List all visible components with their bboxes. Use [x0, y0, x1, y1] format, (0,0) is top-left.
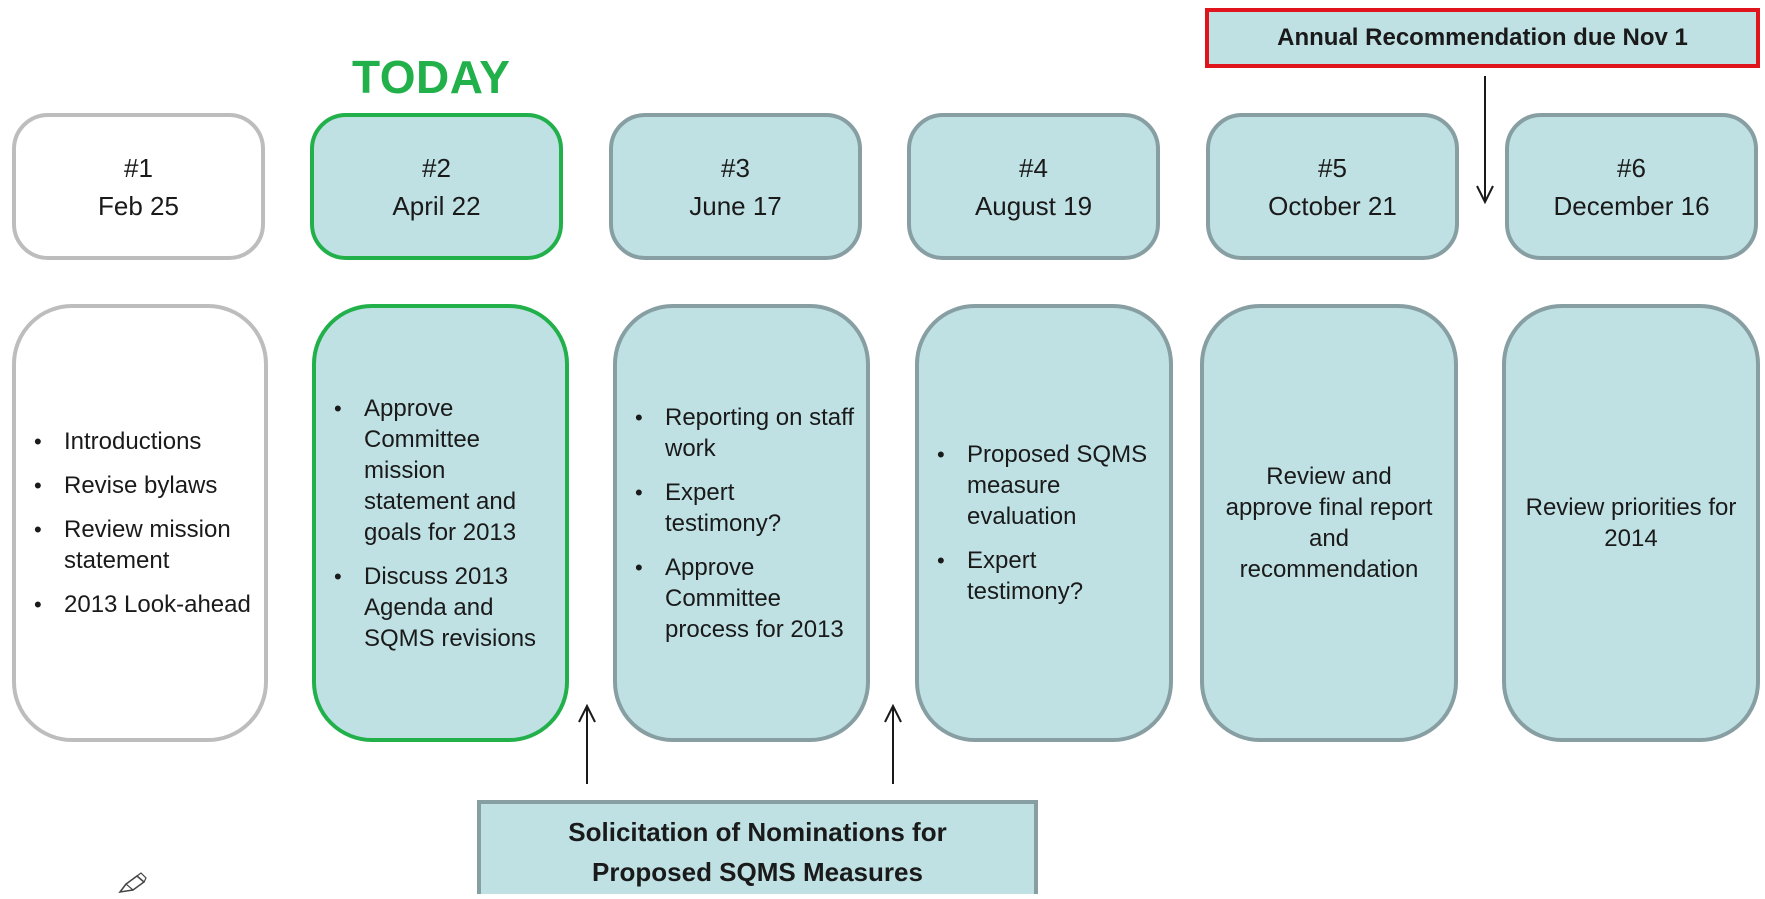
agenda-item: Discuss 2013 Agenda and SQMS revisions — [330, 561, 555, 654]
meeting-number: #5 — [1318, 152, 1347, 183]
agenda-box-1: Introductions Revise bylaws Review missi… — [12, 304, 268, 742]
agenda-item: Introductions — [30, 426, 254, 457]
agenda-list: Approve Committee mission statement and … — [316, 393, 565, 654]
today-label: TODAY — [352, 51, 511, 103]
solicitation-arrow-left — [578, 703, 596, 784]
annual-recommendation-text: Annual Recommendation due Nov 1 — [1277, 24, 1688, 51]
agenda-list: Reporting on staff work Expert testimony… — [617, 402, 866, 645]
agenda-list: Proposed SQMS measure evaluation Expert … — [919, 439, 1169, 607]
agenda-list: Introductions Revise bylaws Review missi… — [16, 426, 264, 620]
meeting-date: Feb 25 — [98, 190, 179, 221]
meeting-number: #6 — [1617, 152, 1646, 183]
agenda-item: Revise bylaws — [30, 470, 254, 501]
agenda-box-6: Review priorities for 2014 — [1502, 304, 1760, 742]
agenda-box-2: Approve Committee mission statement and … — [312, 304, 569, 742]
solicitation-box: Solicitation of Nominations for Proposed… — [477, 800, 1038, 894]
meeting-box-2: #2 April 22 — [310, 113, 563, 260]
agenda-item: Approve Committee process for 2013 — [631, 552, 856, 645]
agenda-item: Expert testimony? — [631, 477, 856, 539]
pen-pointer-icon[interactable] — [117, 872, 147, 894]
meeting-date: October 21 — [1268, 190, 1397, 221]
solicitation-line-2: Proposed SQMS Measures — [592, 857, 923, 887]
agenda-box-3: Reporting on staff work Expert testimony… — [613, 304, 870, 742]
agenda-text: Review and approve final report and reco… — [1225, 463, 1433, 583]
solicitation-arrow-right — [884, 703, 902, 784]
meeting-box-6: #6 December 16 — [1505, 113, 1758, 260]
meeting-box-1: #1 Feb 25 — [12, 113, 265, 260]
meeting-box-3: #3 June 17 — [609, 113, 862, 260]
solicitation-line-1: Solicitation of Nominations for — [568, 817, 947, 847]
meeting-box-5: #5 October 21 — [1206, 113, 1459, 260]
agenda-box-4: Proposed SQMS measure evaluation Expert … — [915, 304, 1173, 742]
meeting-number: #4 — [1019, 152, 1048, 183]
agenda-item: Reporting on staff work — [631, 402, 856, 464]
agenda-item: Approve Committee mission statement and … — [330, 393, 555, 548]
agenda-item: 2013 Look-ahead — [30, 589, 254, 620]
meeting-date: April 22 — [392, 190, 481, 221]
agenda-item: Review mission statement — [30, 514, 254, 576]
meeting-date: December 16 — [1553, 190, 1710, 221]
deadline-arrow — [1476, 76, 1494, 205]
meeting-number: #2 — [422, 152, 451, 183]
agenda-box-5: Review and approve final report and reco… — [1200, 304, 1458, 742]
agenda-text: Review priorities for 2014 — [1525, 494, 1737, 552]
meeting-date: June 17 — [689, 190, 782, 221]
meeting-number: #3 — [721, 152, 750, 183]
agenda-item: Expert testimony? — [933, 545, 1159, 607]
agenda-item: Proposed SQMS measure evaluation — [933, 439, 1159, 532]
meeting-date: August 19 — [974, 190, 1093, 221]
meeting-number: #1 — [124, 152, 153, 183]
annual-recommendation-box: Annual Recommendation due Nov 1 — [1205, 8, 1760, 68]
meeting-box-4: #4 August 19 — [907, 113, 1160, 260]
